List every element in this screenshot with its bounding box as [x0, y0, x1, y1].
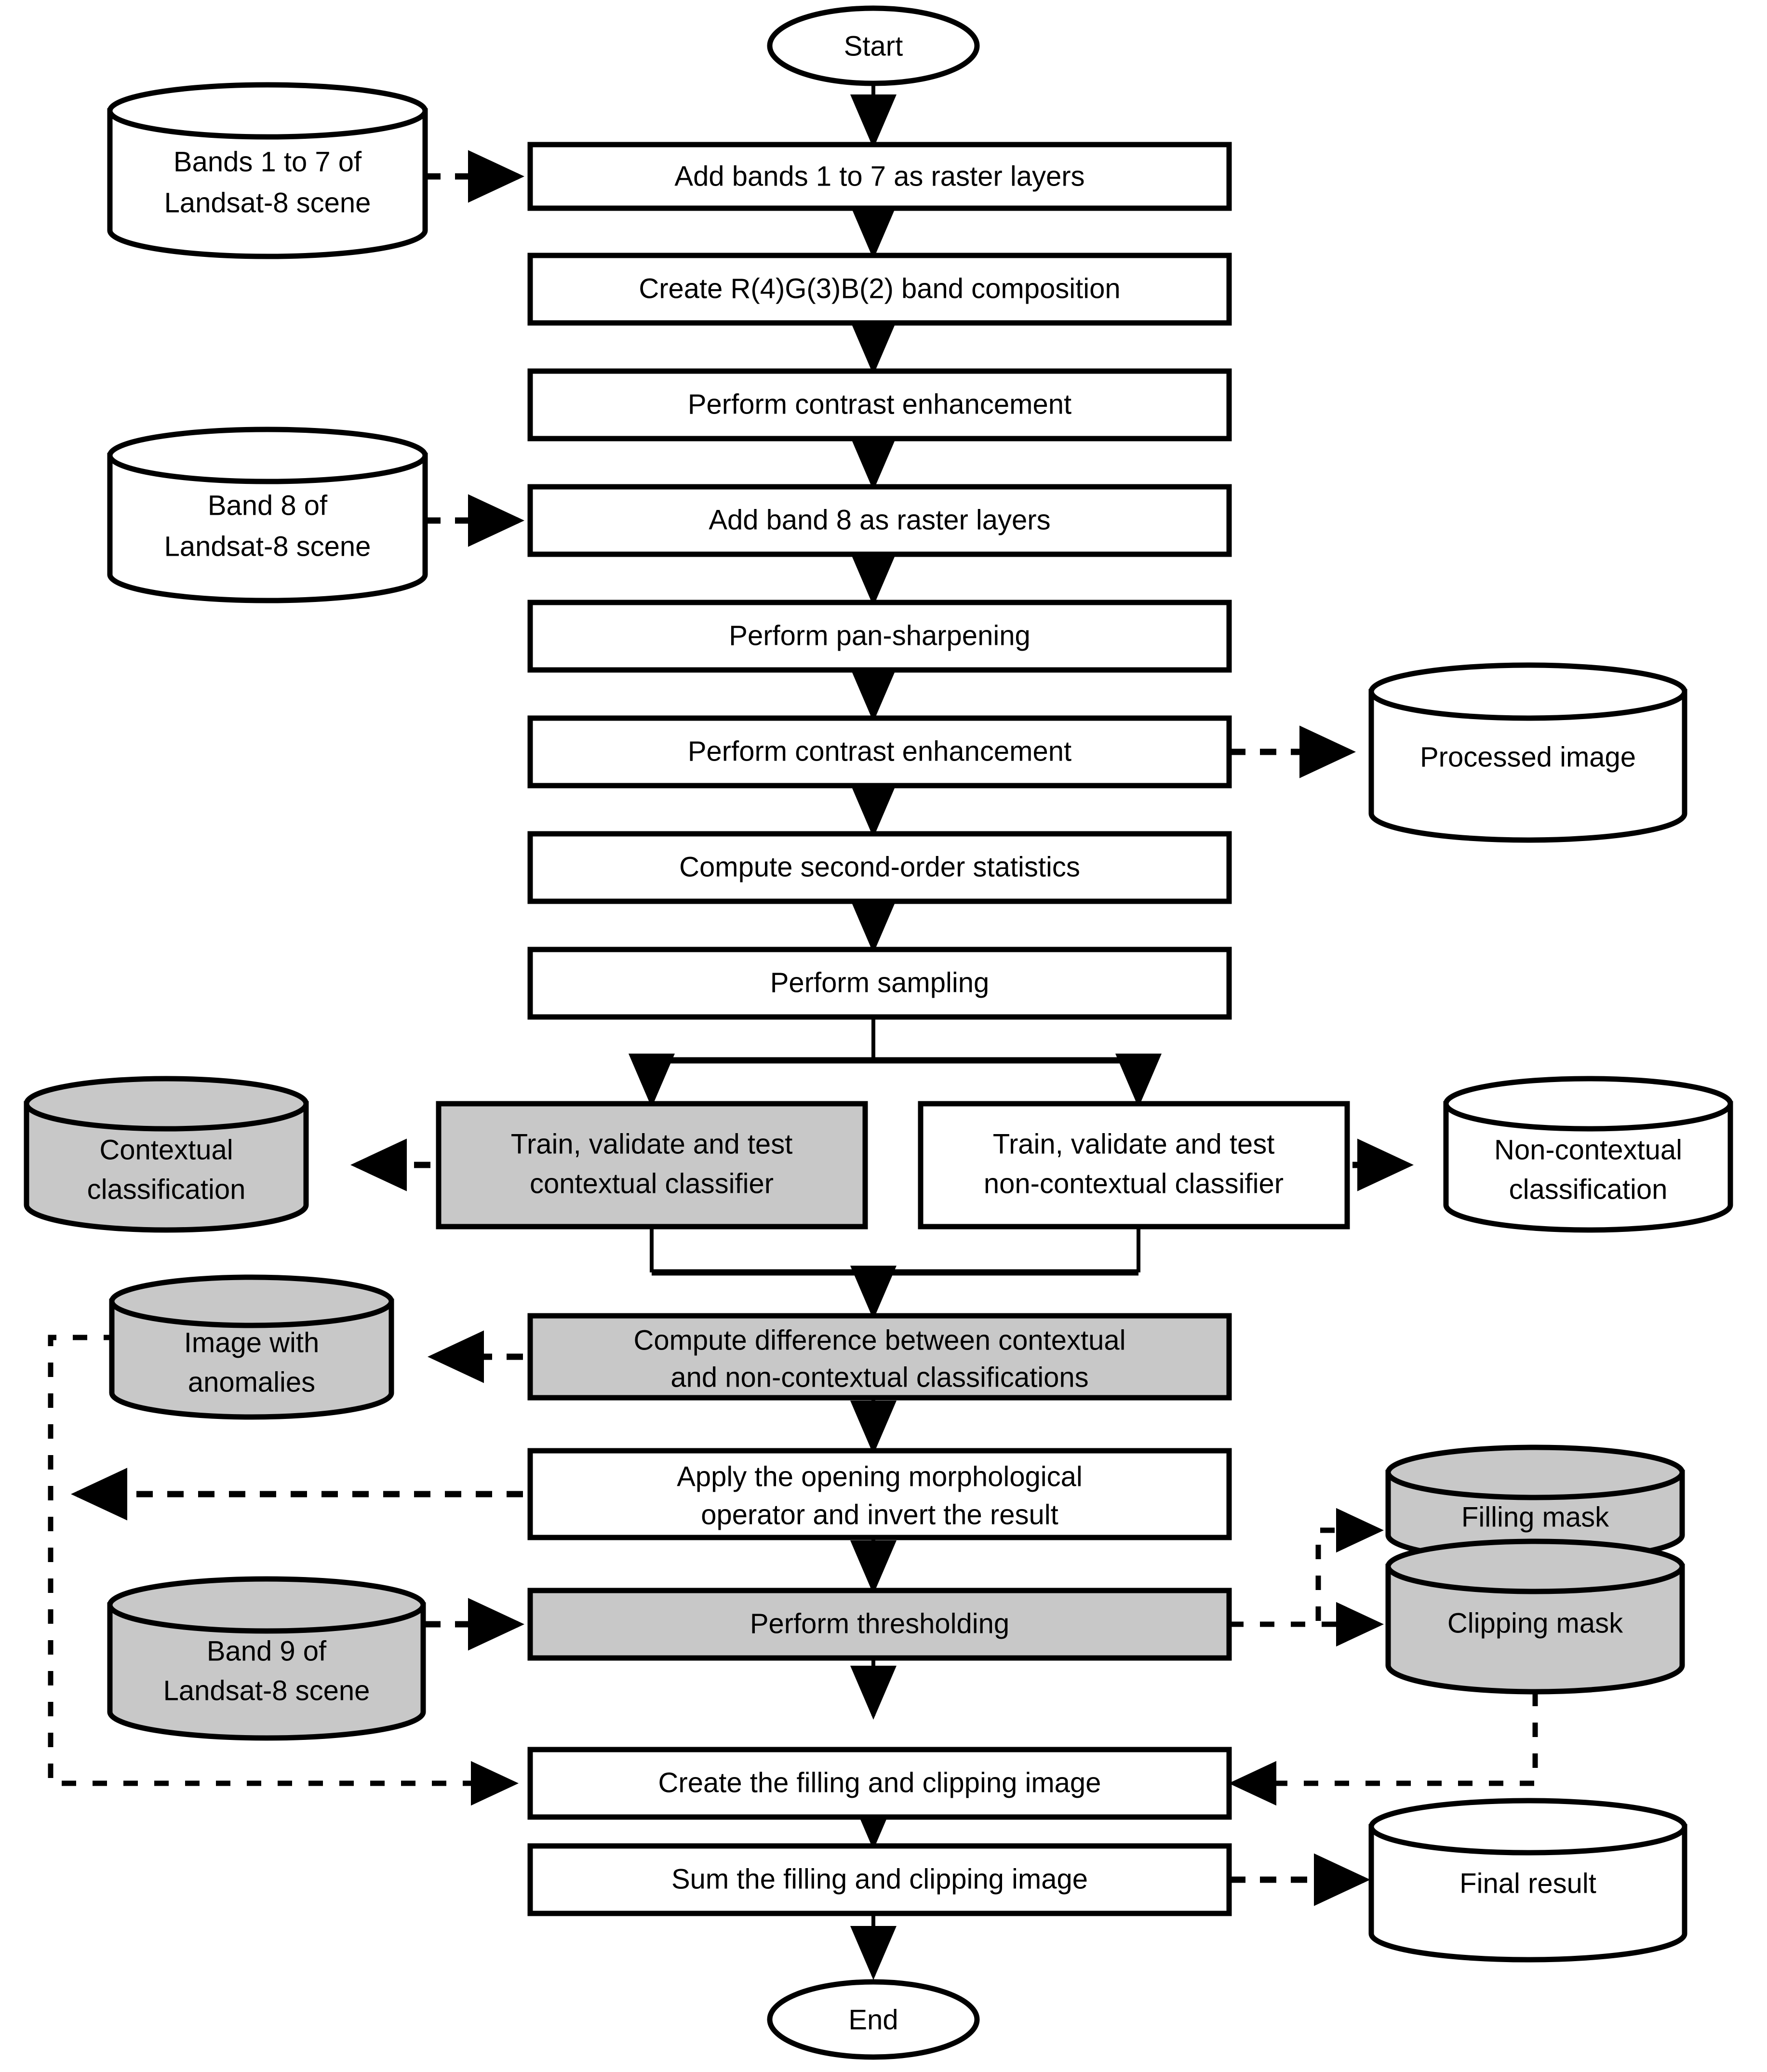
datastore-filling-mask-label: Filling mask	[1461, 1501, 1609, 1533]
process-train-non-contextual-line2: non-contextual classifier	[984, 1168, 1284, 1199]
process-contrast-1: Perform contrast enhancement	[527, 368, 1232, 441]
process-thresholding-label: Perform thresholding	[750, 1608, 1009, 1639]
process-compute-difference-line1: Compute difference between contextual	[633, 1324, 1125, 1356]
datastore-image-with-anomalies: Image with anomalies	[109, 1274, 394, 1420]
process-opening-line1: Apply the opening morphological	[677, 1461, 1083, 1492]
edge-anomalies-route-to-create	[48, 1335, 519, 1806]
process-second-order-stats: Compute second-order statistics	[527, 831, 1232, 904]
process-opening-operator: Apply the opening morphological operator…	[527, 1448, 1232, 1540]
datastore-anomalies-line2: anomalies	[188, 1366, 315, 1398]
datastore-band-8: Band 8 of Landsat-8 scene	[107, 427, 428, 603]
process-create-filling-clipping: Create the filling and clipping image	[527, 1747, 1232, 1820]
terminator-start: Start	[767, 5, 980, 86]
datastore-bands-1-7: Bands 1 to 7 of Landsat-8 scene	[107, 82, 428, 259]
datastore-clipping-mask-label: Clipping mask	[1447, 1607, 1623, 1639]
datastore-band-9: Band 9 of Landsat-8 scene	[107, 1576, 426, 1741]
process-add-band-8-label: Add band 8 as raster layers	[709, 504, 1050, 535]
datastore-band-9-line2: Landsat-8 scene	[163, 1675, 370, 1706]
process-add-bands-1-7: Add bands 1 to 7 as raster layers	[527, 142, 1232, 211]
process-train-non-contextual-line1: Train, validate and test	[993, 1128, 1275, 1160]
process-add-bands-1-7-label: Add bands 1 to 7 as raster layers	[674, 160, 1084, 192]
datastore-final-result-label: Final result	[1459, 1868, 1596, 1899]
process-add-band-8: Add band 8 as raster layers	[527, 484, 1232, 557]
datastore-band-8-line1: Band 8 of	[208, 490, 328, 521]
process-opening-line2: operator and invert the result	[701, 1499, 1058, 1530]
process-sum-filling-clipping: Sum the filling and clipping image	[527, 1843, 1232, 1916]
datastore-non-contextual-line1: Non-contextual	[1494, 1134, 1682, 1165]
datastore-filling-mask: Filling mask	[1385, 1444, 1685, 1563]
process-contrast-2-label: Perform contrast enhancement	[688, 735, 1071, 767]
process-thresholding: Perform thresholding	[527, 1588, 1232, 1661]
process-create-filling-clipping-label: Create the filling and clipping image	[658, 1767, 1101, 1798]
datastore-anomalies-line1: Image with	[184, 1327, 319, 1358]
process-pan-sharpening: Perform pan-sharpening	[527, 600, 1232, 673]
terminator-end: End	[767, 1979, 980, 2060]
process-sampling: Perform sampling	[527, 947, 1232, 1020]
datastore-processed-image: Processed image	[1368, 662, 1687, 843]
process-compute-difference-line2: and non-contextual classifications	[670, 1362, 1088, 1393]
datastore-processed-image-label: Processed image	[1420, 741, 1636, 773]
datastore-non-contextual-line2: classification	[1509, 1174, 1668, 1205]
process-pan-sharpening-label: Perform pan-sharpening	[729, 620, 1030, 651]
terminator-start-label: Start	[844, 30, 903, 62]
datastore-clipping-mask: Clipping mask	[1385, 1538, 1685, 1695]
datastore-band-8-line2: Landsat-8 scene	[164, 531, 371, 562]
datastore-final-result: Final result	[1368, 1798, 1687, 1963]
process-train-contextual-line1: Train, validate and test	[511, 1128, 793, 1160]
process-create-composition-label: Create R(4)G(3)B(2) band composition	[639, 273, 1120, 304]
edge-thresholding-to-fillingmask	[1229, 1508, 1384, 1627]
datastore-band-9-line1: Band 9 of	[207, 1635, 327, 1667]
datastore-contextual-classification: Contextual classification	[24, 1076, 309, 1233]
process-compute-difference: Compute difference between contextual an…	[527, 1313, 1232, 1401]
edge-clippingmask-to-create	[1229, 1692, 1538, 1806]
datastore-contextual-line2: classification	[87, 1174, 246, 1205]
process-create-composition: Create R(4)G(3)B(2) band composition	[527, 253, 1232, 326]
process-train-contextual-line2: contextual classifier	[530, 1168, 774, 1199]
datastore-bands-1-7-line2: Landsat-8 scene	[164, 187, 371, 218]
process-contrast-1-label: Perform contrast enhancement	[688, 388, 1071, 420]
process-sampling-label: Perform sampling	[770, 967, 989, 998]
process-train-contextual: Train, validate and test contextual clas…	[436, 1101, 868, 1230]
datastore-contextual-line1: Contextual	[99, 1134, 233, 1165]
datastore-bands-1-7-line1: Bands 1 to 7 of	[174, 146, 362, 177]
process-contrast-2: Perform contrast enhancement	[527, 715, 1232, 789]
terminator-end-label: End	[848, 2004, 898, 2035]
process-sum-filling-clipping-label: Sum the filling and clipping image	[671, 1863, 1088, 1895]
datastore-non-contextual-classification: Non-contextual classification	[1443, 1076, 1733, 1233]
process-train-non-contextual: Train, validate and test non-contextual …	[918, 1101, 1350, 1230]
process-second-order-stats-label: Compute second-order statistics	[679, 851, 1080, 882]
